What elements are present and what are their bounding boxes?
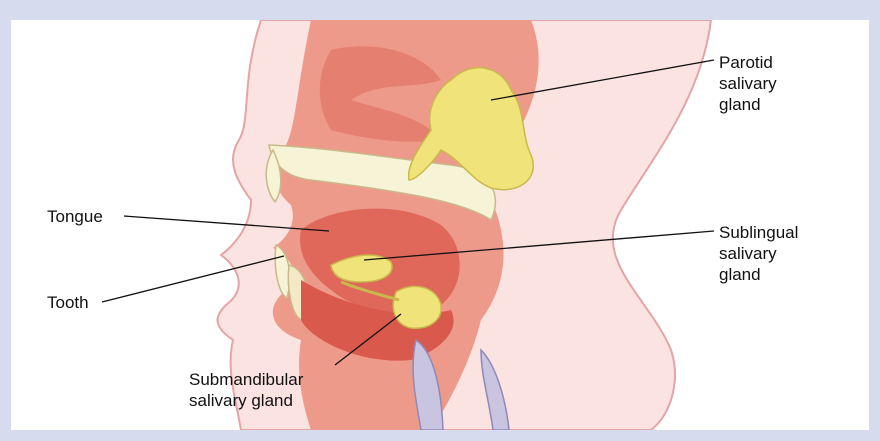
parotid-label: Parotid salivary gland — [719, 52, 777, 115]
tooth-label: Tooth — [47, 292, 89, 313]
tongue-label: Tongue — [47, 206, 103, 227]
sublingual-label: Sublingual salivary gland — [719, 222, 798, 285]
submandibular-label: Submandibular salivary gland — [189, 369, 303, 411]
diagram-frame: Parotid salivary gland Tongue Sublingual… — [11, 20, 869, 430]
